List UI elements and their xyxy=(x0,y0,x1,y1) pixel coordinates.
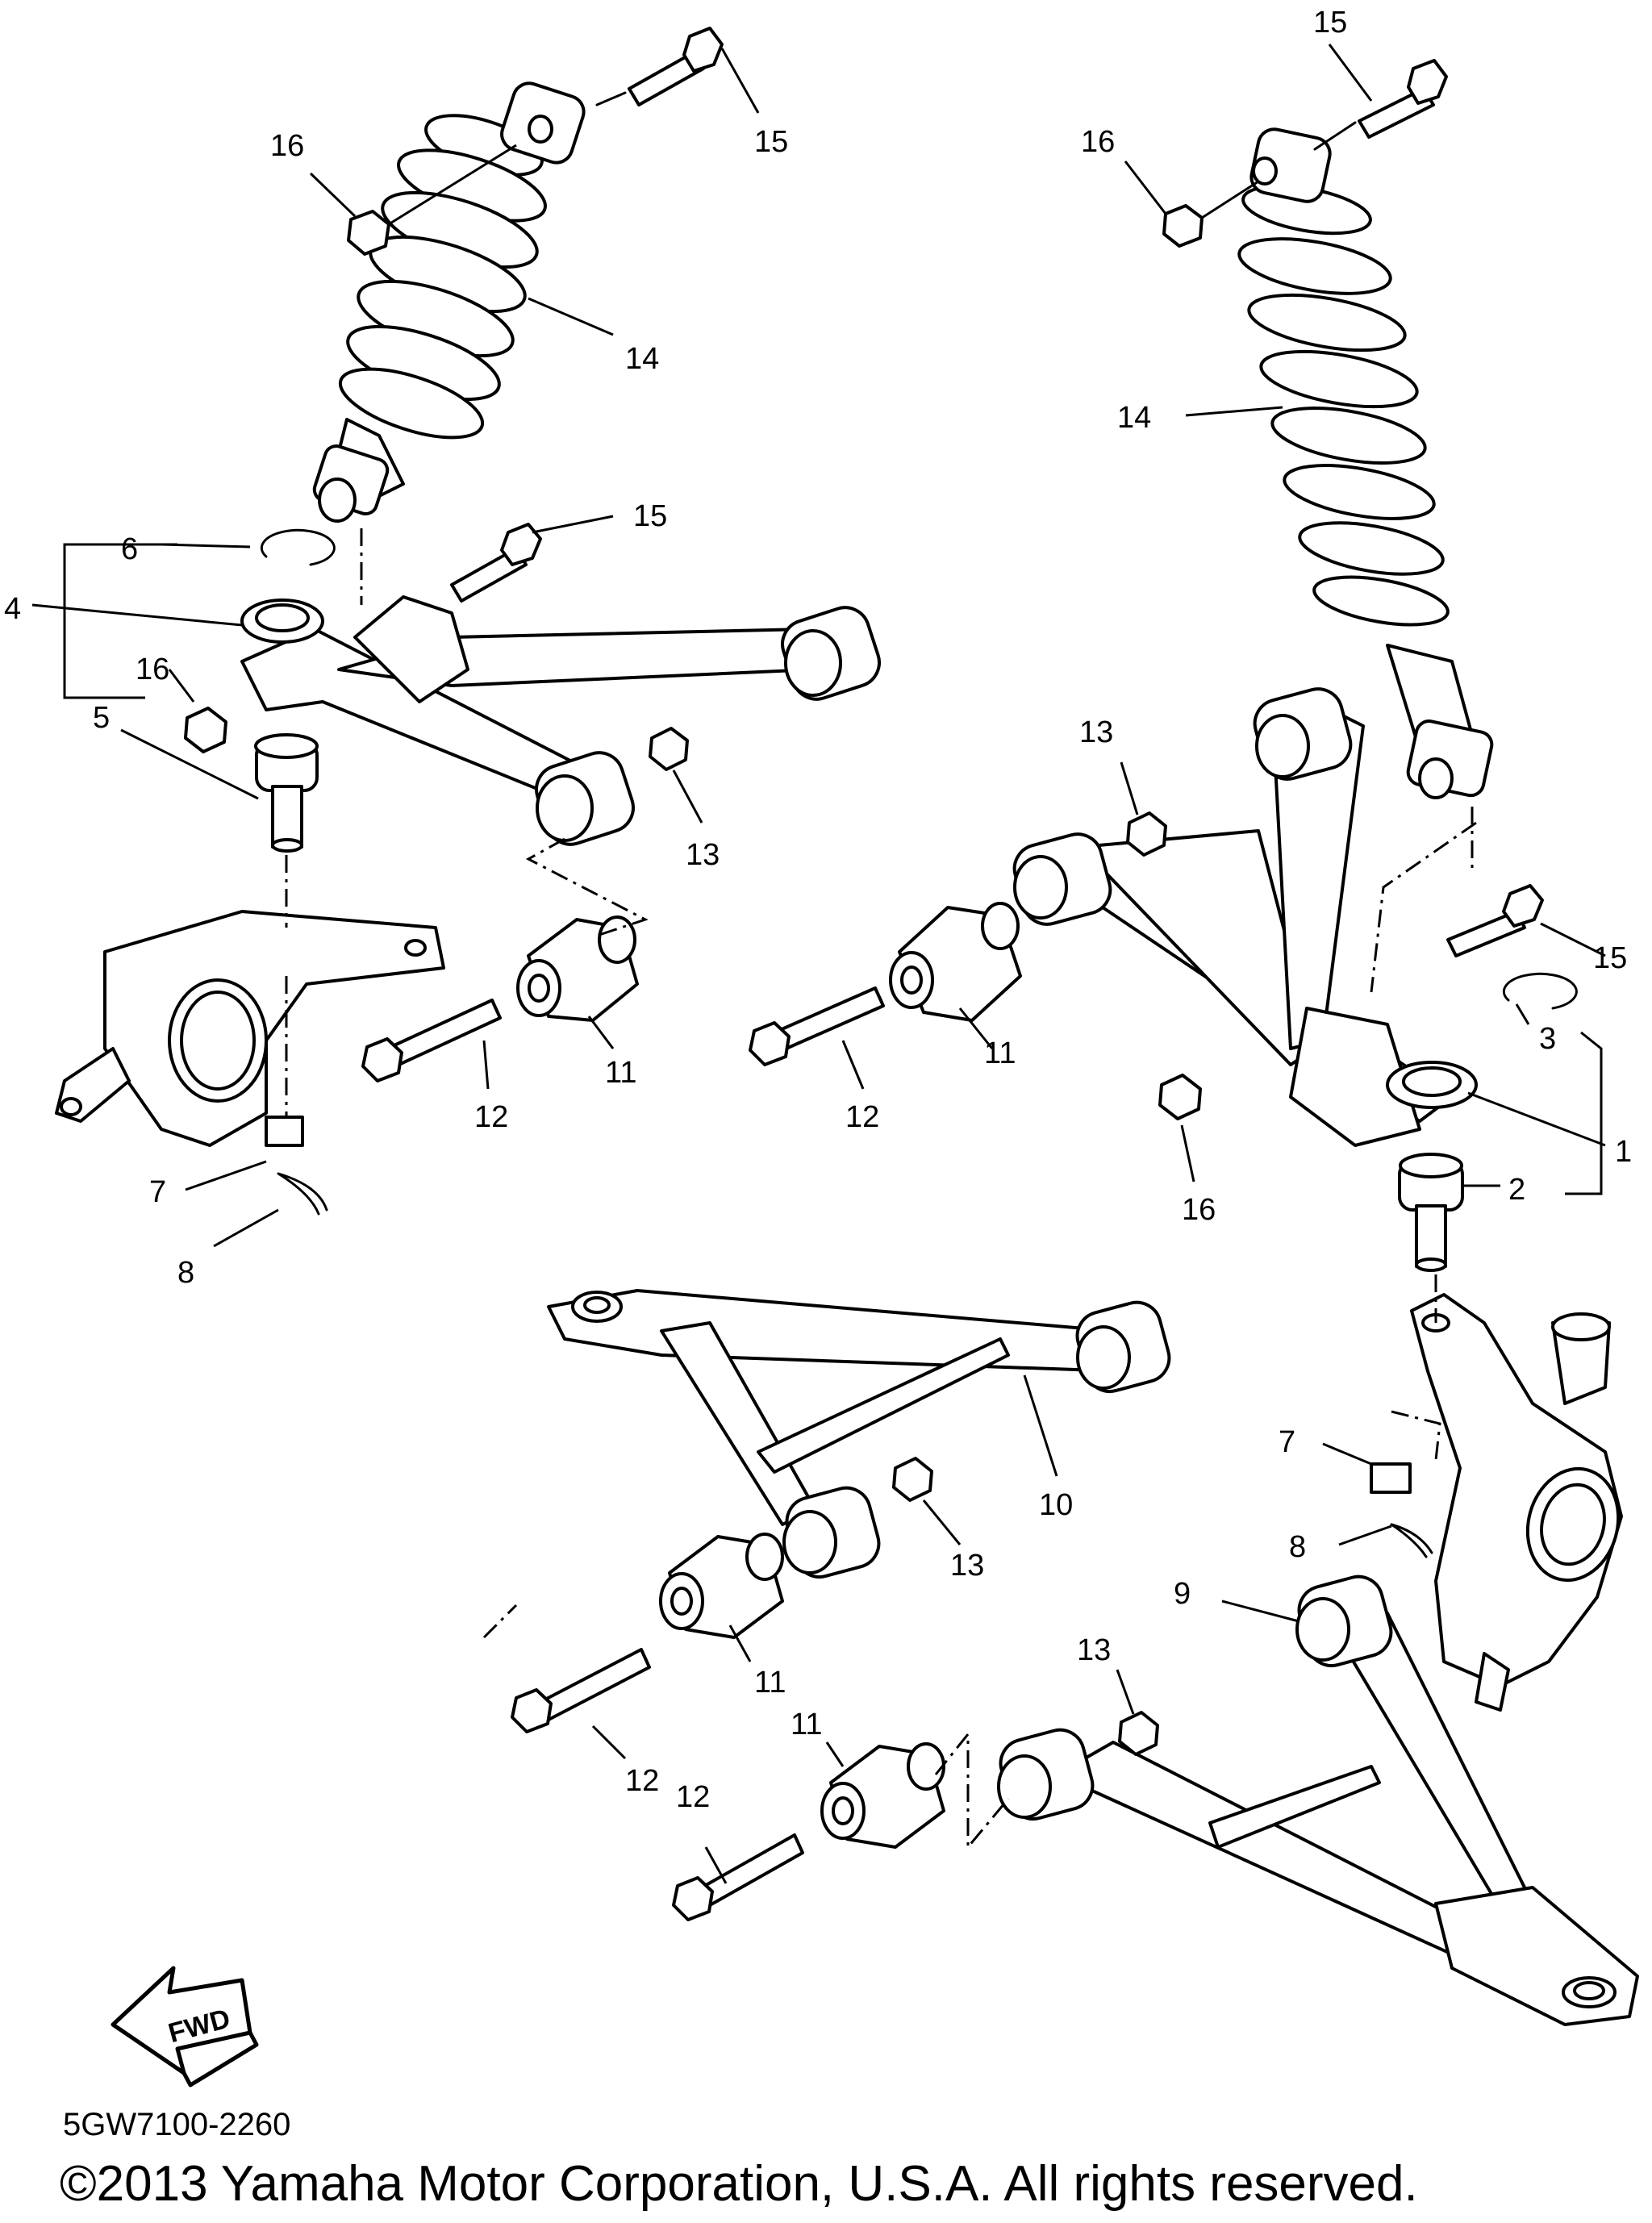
callout-left-15-mid: 15 xyxy=(633,499,667,533)
left-shock-absorber xyxy=(312,81,586,523)
callout-right-15-top: 15 xyxy=(1313,6,1347,40)
right-ball-joint-2 xyxy=(1398,1153,1464,1272)
callout-lower-12b: 12 xyxy=(676,1780,710,1814)
callout-left-14: 14 xyxy=(625,342,659,376)
left-castle-nut-7 xyxy=(265,1116,304,1147)
right-bolt-12 xyxy=(749,986,885,1066)
callout-right-16: 16 xyxy=(1182,1193,1216,1227)
callout-left-13: 13 xyxy=(686,838,720,872)
callout-lower-9: 9 xyxy=(1174,1577,1191,1611)
left-circlip-6 xyxy=(260,528,336,566)
right-knuckle xyxy=(1410,1293,1623,1712)
left-bolt-15-mid xyxy=(450,523,542,603)
fwd-arrow-icon: FWD xyxy=(111,1966,259,2087)
right-bolt-15-mid xyxy=(1446,884,1544,957)
right-upper-arm xyxy=(1012,687,1478,1147)
left-nut-16-top xyxy=(347,144,517,256)
callout-left-8: 8 xyxy=(177,1256,194,1290)
callout-left-7: 7 xyxy=(149,1175,166,1209)
callout-right-2: 2 xyxy=(1508,1173,1525,1207)
leader-lines xyxy=(31,44,1606,1884)
left-nut-13 xyxy=(649,727,689,771)
callout-lower-11b: 11 xyxy=(791,1708,822,1741)
callout-right-13: 13 xyxy=(1079,715,1113,749)
right-castle-nut-7 xyxy=(1370,1462,1412,1494)
right-bolt-15-top xyxy=(1313,59,1448,151)
lower-bolt-12a xyxy=(511,1648,651,1733)
lower-nut-13b xyxy=(1118,1711,1159,1756)
callout-right-15-mid: 15 xyxy=(1593,941,1627,975)
left-ball-joint-5 xyxy=(254,733,319,853)
callout-left-15-top: 15 xyxy=(754,125,788,159)
callout-right-11: 11 xyxy=(984,1036,1016,1070)
right-cotter-pin-8 xyxy=(1390,1523,1433,1558)
callout-right-12: 12 xyxy=(845,1100,879,1134)
callout-left-11: 11 xyxy=(605,1056,636,1090)
left-knuckle xyxy=(55,910,445,1147)
right-nut-13 xyxy=(1126,811,1167,857)
copyright-notice: ©2013 Yamaha Motor Corporation, U.S.A. A… xyxy=(60,2156,1418,2212)
callout-left-4: 4 xyxy=(4,592,21,626)
callout-lower-12a: 12 xyxy=(625,1764,659,1798)
left-bushing-11 xyxy=(516,915,639,1022)
callout-lower-11a: 11 xyxy=(754,1666,786,1700)
callout-right-8: 8 xyxy=(1289,1530,1306,1564)
left-cotter-pin-8 xyxy=(277,1172,328,1216)
right-shock-absorber xyxy=(1237,127,1494,799)
callout-left-6: 6 xyxy=(121,532,138,566)
callout-left-12: 12 xyxy=(474,1100,508,1134)
lower-bushing-11b xyxy=(820,1742,945,1849)
lower-bolt-12b xyxy=(672,1833,804,1921)
right-circlip-3 xyxy=(1502,972,1578,1010)
right-bushing-11 xyxy=(889,902,1022,1022)
callout-lower-13a: 13 xyxy=(950,1549,984,1583)
right-nut-16 xyxy=(1158,1074,1202,1120)
callout-lower-13b: 13 xyxy=(1077,1633,1111,1667)
left-bolt-15-top xyxy=(595,27,724,106)
callout-lower-10: 10 xyxy=(1039,1488,1073,1522)
callout-right-3: 3 xyxy=(1539,1022,1556,1056)
callout-left-16-mid: 16 xyxy=(136,653,169,686)
callout-numbers: 15 16 14 15 6 4 16 5 13 11 12 7 8 15 16 … xyxy=(4,6,1632,1814)
callout-right-14: 14 xyxy=(1117,401,1151,435)
lower-arm-10 xyxy=(547,1289,1171,1579)
callout-right-16-top: 16 xyxy=(1081,125,1115,159)
lower-bushing-11a xyxy=(659,1533,784,1639)
callout-left-16-top: 16 xyxy=(270,129,304,163)
right-nut-16-top xyxy=(1162,180,1259,248)
callout-right-1: 1 xyxy=(1615,1135,1632,1169)
diagram-code: 5GW7100-2260 xyxy=(63,2107,291,2142)
callout-right-7: 7 xyxy=(1279,1425,1295,1459)
left-upper-arm xyxy=(240,595,881,846)
left-nut-16-mid xyxy=(184,707,227,753)
lower-arm-9 xyxy=(997,1574,1639,2026)
lower-nut-13a xyxy=(892,1457,933,1502)
left-bolt-12 xyxy=(361,999,502,1082)
callout-left-5: 5 xyxy=(93,701,110,735)
